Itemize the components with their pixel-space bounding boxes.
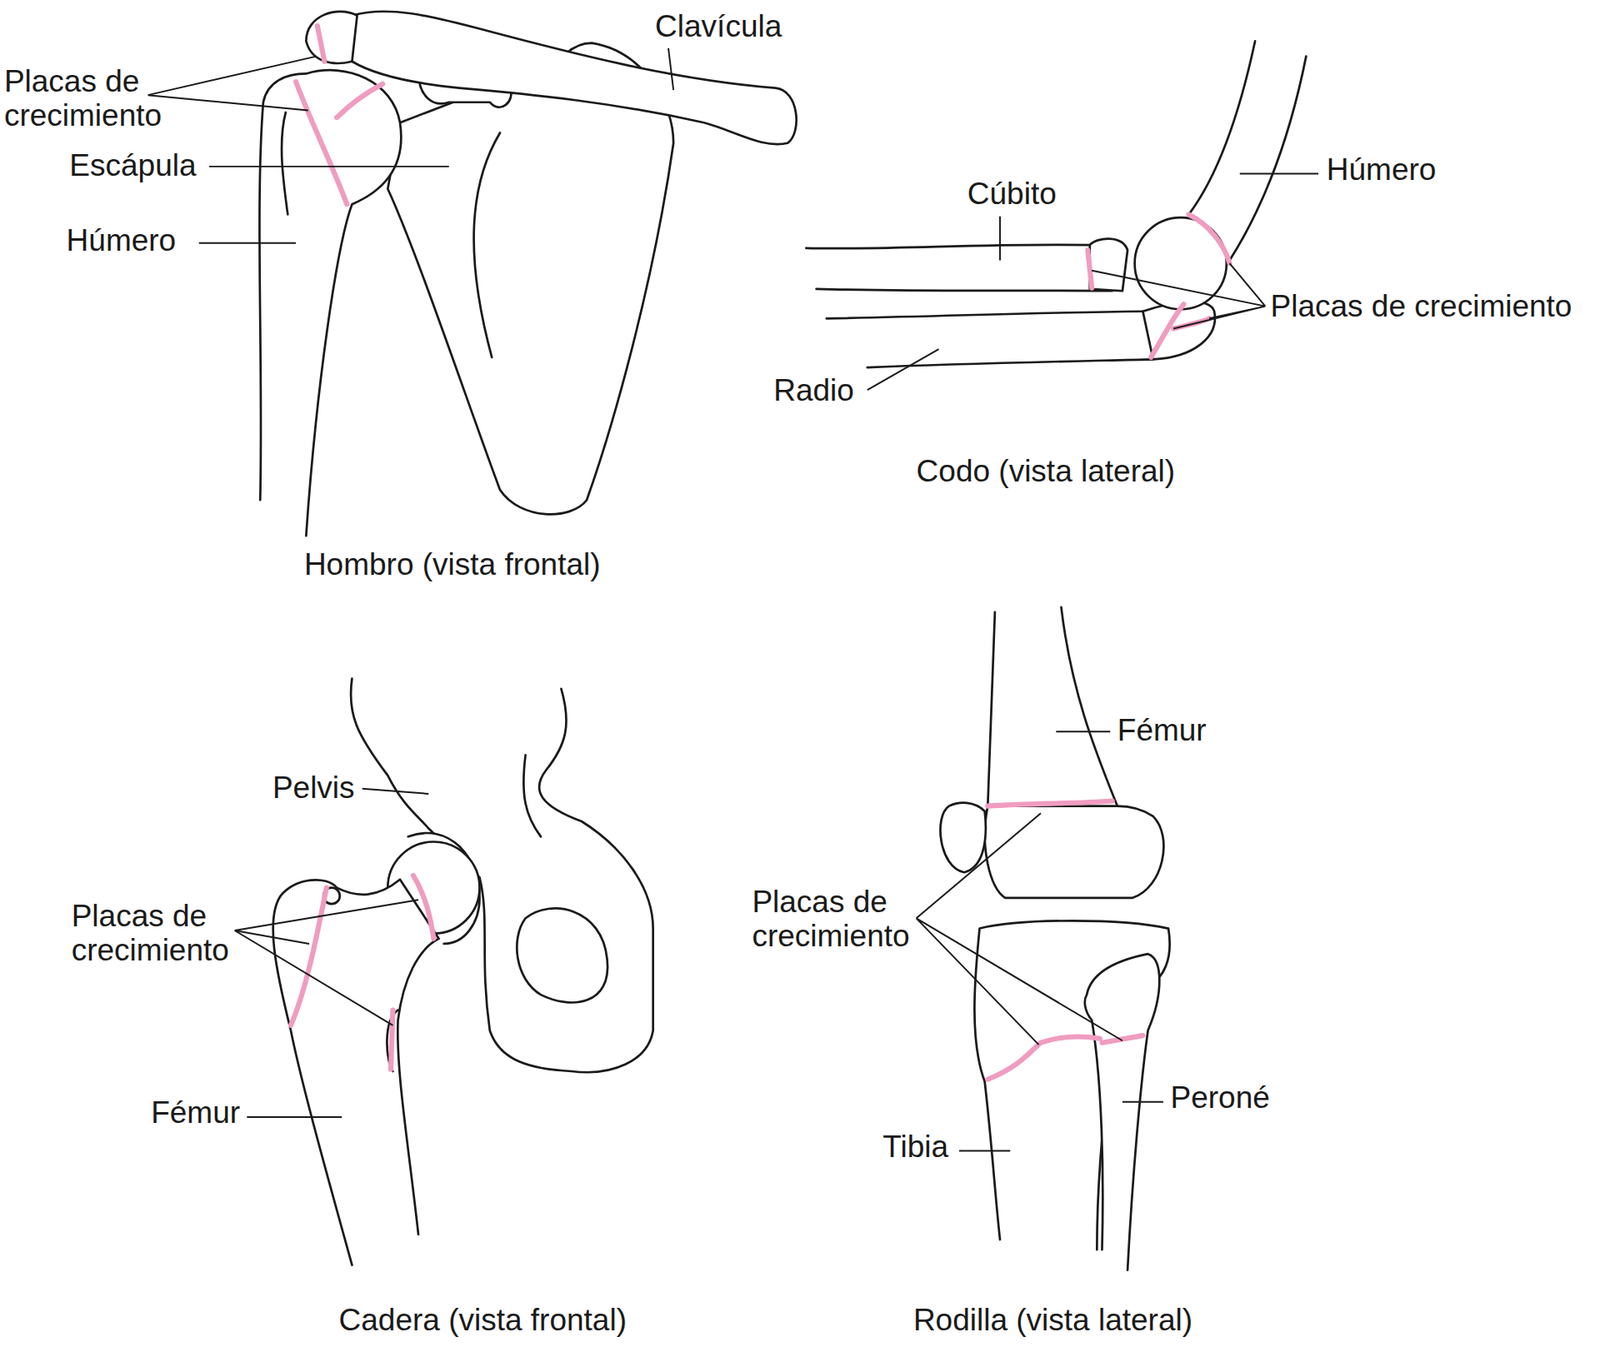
lesser-trochanter <box>386 1010 398 1072</box>
growth-plate <box>987 1036 1100 1080</box>
view-caption: Cadera (vista frontal) <box>339 1304 627 1339</box>
growth-plate <box>1087 250 1092 288</box>
radius-head <box>1142 301 1215 360</box>
part-label: Fémur <box>1117 714 1207 749</box>
growth-plate <box>1101 1035 1143 1044</box>
radius <box>826 311 1154 368</box>
growth-plate <box>987 801 1112 807</box>
part-label: Placas de crecimiento <box>4 65 171 133</box>
scapula-ridge <box>474 132 500 357</box>
leader-line <box>1091 263 1265 329</box>
humerus-groove <box>281 112 288 215</box>
acromion <box>305 11 357 64</box>
part-label: Tibia <box>882 1130 949 1165</box>
part-label: Fémur <box>150 1096 240 1131</box>
femoral-condyle <box>985 806 1165 899</box>
part-label: Placas de crecimiento <box>71 900 239 968</box>
leader-line <box>246 1116 342 1119</box>
part-label: Húmero <box>66 224 177 259</box>
elbow-figure <box>805 40 1319 390</box>
leader-line <box>867 349 940 390</box>
leader-line <box>1055 730 1110 733</box>
part-label: Peroné <box>1170 1081 1270 1116</box>
part-label: Placas de crecimiento <box>751 885 919 954</box>
ulna <box>805 245 1112 292</box>
leader-line <box>916 813 1123 1045</box>
growth-plate <box>317 25 325 62</box>
view-caption: Codo (vista lateral) <box>916 455 1176 490</box>
fibula <box>1085 954 1160 1271</box>
olecranon <box>1090 239 1128 292</box>
part-label: Placas de crecimiento <box>1270 290 1573 325</box>
obturator-foramen <box>516 908 608 1003</box>
growth-plate <box>1189 214 1230 264</box>
part-label: Cúbito <box>967 177 1057 212</box>
growth-plate <box>336 84 383 118</box>
leader-line <box>199 242 296 245</box>
part-label: Pelvis <box>272 771 355 806</box>
leader-line <box>999 216 1001 261</box>
view-caption: Hombro (vista frontal) <box>304 548 601 583</box>
leader-line <box>1122 1101 1164 1104</box>
leader-line <box>1240 172 1319 175</box>
patella <box>940 803 985 874</box>
growth-plate <box>295 81 347 205</box>
part-label: Escápula <box>69 149 196 184</box>
femur <box>987 607 1118 807</box>
growth-plate <box>413 875 434 940</box>
leader-line <box>362 789 430 795</box>
leader-line <box>668 48 674 90</box>
part-label: Radio <box>773 374 855 409</box>
scapula <box>387 43 674 515</box>
femur <box>273 880 440 1266</box>
pelvis-line <box>523 755 541 837</box>
hip-figure <box>235 679 654 1266</box>
humerus <box>259 70 401 536</box>
growth-plate <box>390 1010 393 1070</box>
leader-line <box>209 165 450 168</box>
knee-figure <box>916 607 1170 1271</box>
view-caption: Rodilla (vista lateral) <box>913 1304 1193 1339</box>
growth-plate <box>290 888 327 1026</box>
leader-line <box>959 1150 1010 1153</box>
growth-plate <box>1150 304 1184 358</box>
part-label: Clavícula <box>655 10 782 45</box>
part-label: Húmero <box>1326 153 1437 188</box>
shoulder-figure <box>148 11 797 536</box>
leader-line <box>148 56 317 111</box>
leader-line <box>235 900 419 1026</box>
